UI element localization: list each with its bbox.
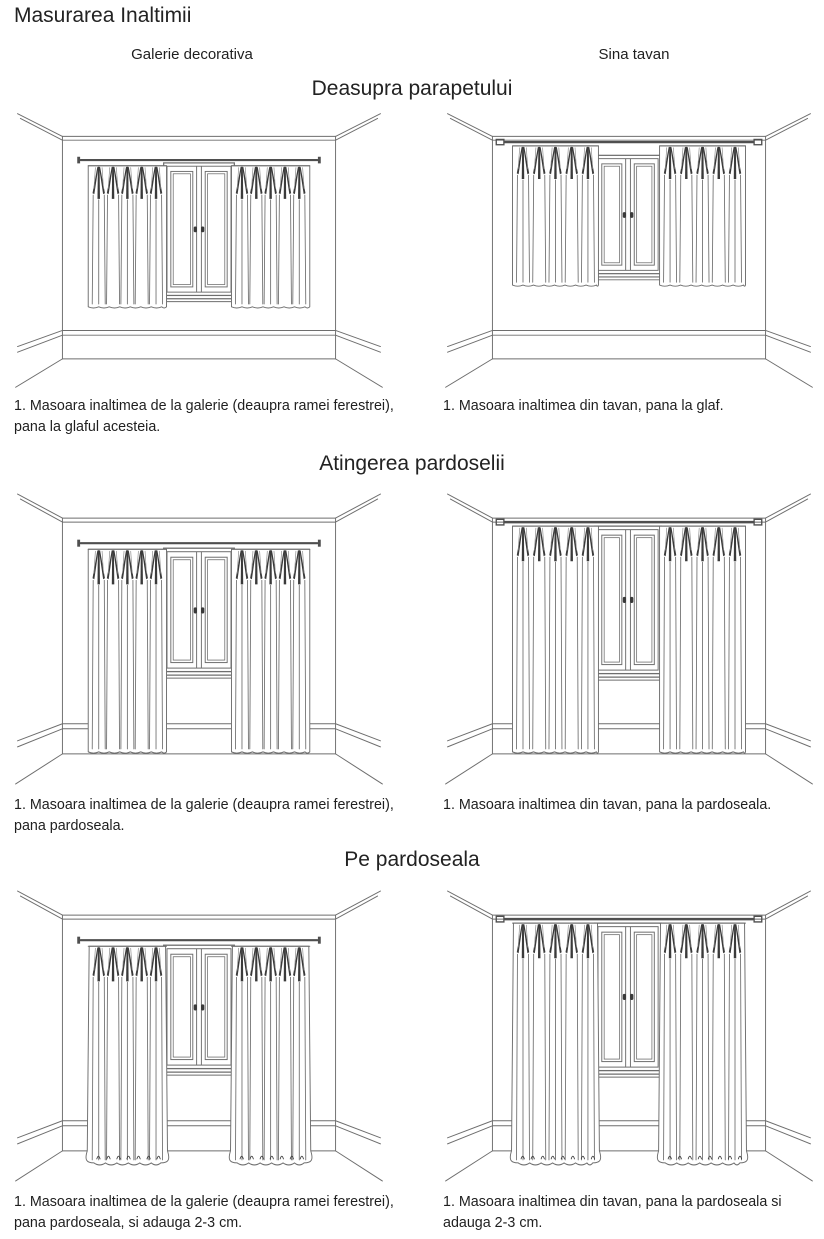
figure-gallery-floor bbox=[8, 488, 412, 789]
caption-rail-floor: 1. Masoara inaltimea din tavan, pana la … bbox=[443, 797, 772, 814]
figure-row bbox=[0, 108, 824, 392]
illustration-gallery-floor bbox=[15, 493, 383, 785]
section-title: Pe pardoseala bbox=[344, 847, 480, 871]
figure-row bbox=[0, 488, 824, 789]
figure-cell bbox=[412, 488, 824, 789]
figure-rail-floor bbox=[438, 488, 824, 789]
figure-cell bbox=[0, 108, 412, 392]
figure-row bbox=[0, 885, 824, 1186]
caption-rail-sill: 1. Masoara inaltimea din tavan, pana la … bbox=[443, 398, 724, 414]
illustration-rail-floor bbox=[445, 493, 813, 785]
section-above-parapet: Deasupra parapetului 1. Masoara inaltime… bbox=[0, 76, 824, 437]
caption-row: 1. Masoara inaltimea de la galerie (deau… bbox=[0, 795, 824, 836]
section-title: Atingerea pardoselii bbox=[319, 452, 505, 476]
column-header-gallery: Galerie decorativa bbox=[131, 46, 253, 63]
caption-gallery-puddle: 1. Masoara inaltimea de la galerie (deau… bbox=[14, 1193, 394, 1231]
section-on-floor: Pe pardoseala 1. Masoara inaltimea de la… bbox=[0, 847, 824, 1233]
section-touching-floor: Atingerea pardoselii 1. Masoara inaltime… bbox=[0, 451, 824, 836]
caption-gallery-floor: 1. Masoara inaltimea de la galerie (deau… bbox=[14, 797, 394, 835]
caption-row: 1. Masoara inaltimea de la galerie (deau… bbox=[0, 396, 824, 437]
section-title: Deasupra parapetului bbox=[311, 77, 513, 100]
caption-rail-puddle: 1. Masoara inaltimea din tavan, pana la … bbox=[443, 1193, 782, 1231]
illustration-gallery-puddle bbox=[15, 890, 383, 1182]
figure-rail-sill bbox=[438, 108, 824, 392]
caption-row: 1. Masoara inaltimea de la galerie (deau… bbox=[0, 1192, 824, 1233]
illustration-gallery-sill bbox=[15, 113, 383, 388]
figure-cell bbox=[0, 885, 412, 1186]
column-header-ceiling-rail: Sina tavan bbox=[598, 46, 670, 63]
page-title: Masurarea Inaltimii bbox=[14, 4, 192, 27]
caption-gallery-sill: 1. Masoara inaltimea de la galerie (deau… bbox=[14, 398, 394, 435]
figure-rail-puddle bbox=[438, 885, 824, 1186]
figure-gallery-puddle bbox=[8, 885, 412, 1186]
figure-cell bbox=[412, 885, 824, 1186]
illustration-rail-puddle bbox=[445, 890, 813, 1182]
figure-cell bbox=[412, 108, 824, 392]
figure-gallery-sill bbox=[8, 108, 412, 392]
column-headers: Galerie decorativa Sina tavan bbox=[0, 45, 824, 65]
illustration-rail-sill bbox=[445, 113, 813, 388]
figure-cell bbox=[0, 488, 412, 789]
